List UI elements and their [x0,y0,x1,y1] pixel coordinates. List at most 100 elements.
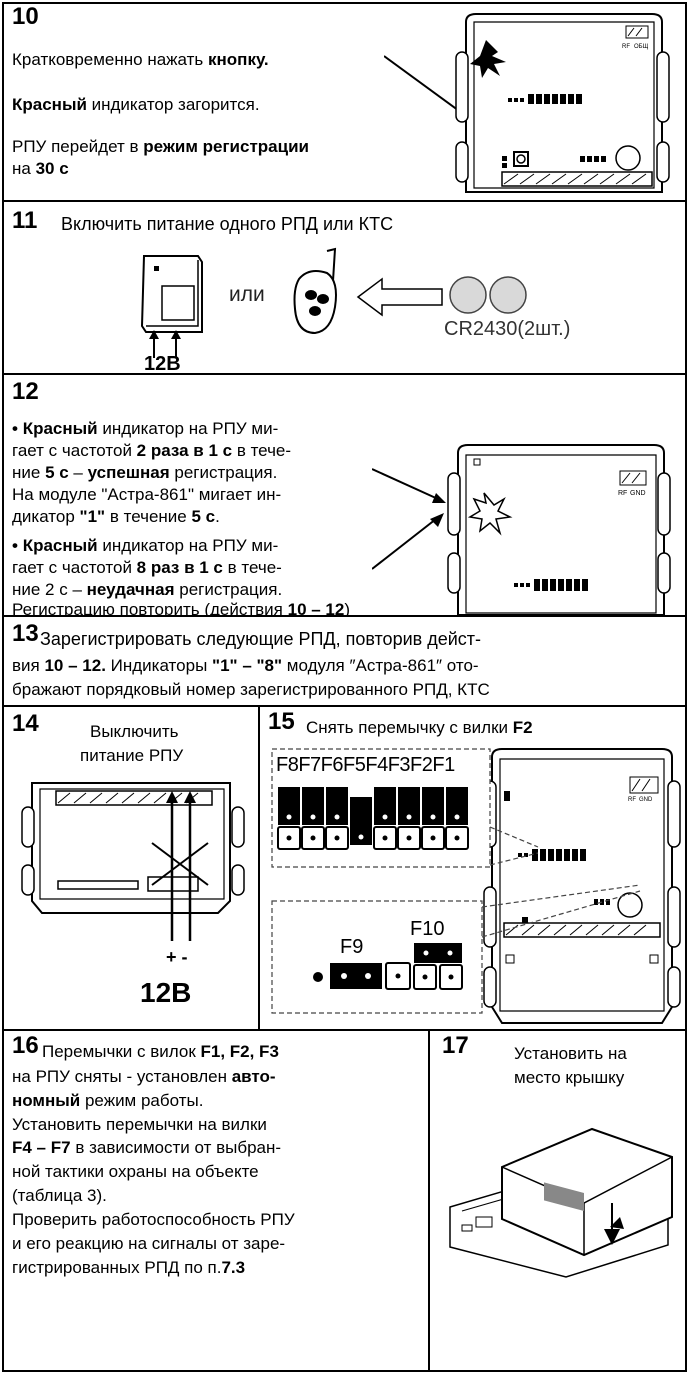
text-run: Перемычки с вилок [42,1042,201,1061]
text-run: 30 с [35,159,69,178]
step-number: 10 [12,3,39,30]
step-16-box: 16 Перемычки с вилок F1, F2, F3 на РПУ с… [2,1029,430,1372]
text-run: неудачная [86,580,175,599]
voltage-label: 12В [140,977,192,1008]
step-14-line-2: питание РПУ [80,746,184,765]
step-12-line-3: ние 5 с – успешная регистрация. [12,462,277,483]
step-14-box: 14 Выключить питание РПУ + - 12В [2,705,260,1031]
text-run: в течение [105,507,192,526]
step-10-line-1: Кратковременно нажать кнопку. [12,49,269,70]
text-run: вия [12,656,45,675]
text-run: гает с частотой [12,441,137,460]
text-run: гистрированных РПД по п. [12,1258,222,1277]
step-number: 11 [12,207,38,234]
text-run: успешная [87,463,170,482]
step-14-line-1: Выключить [90,722,179,741]
step-16-line-7: (таблица 3). [12,1185,107,1206]
text-run: на РПУ сняты - установлен [12,1067,232,1086]
text-run: F4 – F7 [12,1138,71,1157]
text-run: 2 раза в 1 с [136,441,233,460]
step-12-box: 12 • Красный индикатор на РПУ ми- гает с… [2,373,687,620]
step-12-line-4: На модуле "Астра-861" мигает ин- [12,484,281,505]
voltage-label: 12В [144,353,181,375]
step-15-title-jumper: F2 [512,718,533,737]
text-run: на [12,159,36,178]
step-16-line-5: F4 – F7 в зависимости от выбран- [12,1137,281,1158]
step-10-line-4: на 30 с [12,158,69,179]
step-13-line-2: вия 10 – 12. Индикаторы "1" – "8" модуля… [12,655,479,676]
text-run: • [12,419,23,438]
jumper-label-f9: F9 [340,936,364,958]
text-run: "1" – "8" [212,656,283,675]
step-13-box: 13 Зарегистрировать следующие РПД, повто… [2,615,687,707]
battery-label: CR2430(2шт.) [444,318,571,340]
text-run: в зависимости от выбран- [70,1138,282,1157]
text-run: бражают порядковый номер зарегистрирован… [12,680,490,699]
text-run: 5 с [45,463,69,482]
step-number: 13 [12,620,39,647]
terminal-label-gnd: GND [630,490,646,497]
pointer-arrows-icon [372,468,446,570]
text-run: Зарегистрировать следующие РПД, повторив… [40,629,481,649]
terminal-label-common: ОБЩ [634,44,649,50]
text-run: – [68,463,88,482]
text-run: "1" [79,507,106,526]
step-16-line-3: номный режим работы. [12,1090,203,1111]
text-run: ной тактики охраны на объекте [12,1162,259,1181]
receiver-bottom-illustration [21,782,245,941]
text-run: индикатор на РПУ ми- [97,419,279,438]
battery-icon [449,276,527,314]
or-label: или [229,283,265,306]
text-run: . [215,507,220,526]
receiver-board-illustration: RF ОБЩ [455,13,670,193]
step-15-title: Снять перемычку с вилки F2 [306,717,533,738]
text-run: регистрация. [169,463,278,482]
step-10-line-2: Красный индикатор загорится. [12,94,260,115]
step-16-line-1: Перемычки с вилок F1, F2, F3 [42,1041,279,1062]
text-run: индикатор на РПУ ми- [97,536,279,555]
text-run: ние [12,463,46,482]
terminal-label-rf: RF [628,797,636,803]
step-number: 17 [442,1032,469,1059]
power-arrows-icon [149,330,181,358]
step-number: 12 [12,378,39,405]
text-run: кнопку. [208,50,269,69]
jumper-pins-f1-f8 [277,787,469,850]
text-run: в тече- [232,441,292,460]
step-number: 16 [12,1032,39,1059]
terminal-label-gnd: GND [639,797,653,803]
text-run: Красный [12,95,87,114]
text-run: в тече- [222,558,282,577]
text-run: 5 с [191,507,216,526]
step-15-title-text: Снять перемычку с вилки [306,718,513,737]
step-13-line-3: бражают порядковый номер зарегистрирован… [12,679,490,700]
step-12-line-9: Регистрацию повторить (действия 10 – 12) [12,599,350,620]
step-10-line-3: РПУ перейдет в режим регистрации [12,136,309,157]
text-run: режим регистрации [143,137,309,156]
text-run: регистрация. [174,580,283,599]
receiver-board-illustration: RF GND [447,444,671,615]
text-run: модуля ″Астра-861″ ото- [282,656,479,675]
jumper-zoom-callout-f9-f10 [271,884,641,1014]
step-11-box: 11 Включить питание одного РПД или КТС 1… [2,200,687,375]
text-run: 10 – 12. [44,656,106,675]
text-run: гает с частотой [12,558,137,577]
text-run: авто- [231,1067,276,1086]
step-16-line-2: на РПУ сняты - установлен авто- [12,1066,276,1087]
jumper-label-f10: F10 [410,918,445,940]
terminal-label-rf: RF [622,44,630,50]
text-run: и его реакцию на сигналы от заре- [12,1234,286,1253]
text-run: режим работы. [80,1091,204,1110]
step-number: 15 [268,708,295,735]
step-11-title: Включить питание одного РПД или КТС [61,214,394,234]
text-run: Красный [22,536,98,555]
step-16-line-9: и его реакцию на сигналы от заре- [12,1233,285,1254]
step-17-line-2: место крышку [514,1068,625,1087]
text-run: Проверить работоспособность РПУ [12,1210,295,1229]
jumper-row-labels: F8F7F6F5F4F3F2F1 [276,754,455,776]
text-run: индикатор загорится. [86,95,260,114]
text-run: На модуле "Астра-861" мигает ин- [12,485,282,504]
text-run: 8 раз в 1 с [136,558,223,577]
step-number: 14 [12,710,39,737]
